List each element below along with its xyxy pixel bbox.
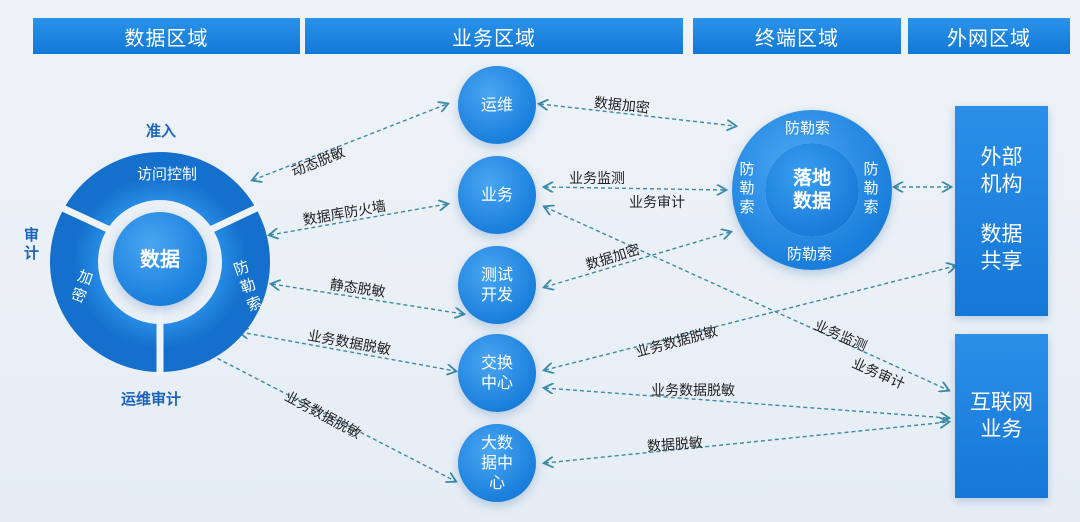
label-admission: 准入 — [146, 122, 177, 140]
edge-exchange-internet — [545, 388, 948, 418]
label-audit: 审计 — [24, 226, 40, 262]
internet-business-box: 互联网业务 — [955, 334, 1048, 498]
external-org-box: 外部机构 数据共享 — [955, 106, 1048, 316]
terminal-anti-ransom-bottom: 防勒索 — [787, 245, 833, 263]
terminal-anti-ransom-top: 防勒索 — [785, 119, 831, 137]
external-share-label: 数据共享 — [980, 221, 1023, 273]
edge-ring-business — [270, 204, 447, 235]
terminal-center-label: 落地数据 — [792, 167, 831, 212]
edge-ring-ops — [253, 104, 447, 180]
node-exchange: 交换中心 — [458, 334, 536, 412]
edge-business-terminal — [545, 187, 725, 190]
node-test-dev: 测试开发 — [458, 246, 536, 324]
terminal-anti-ransom-left: 防勒索 — [739, 160, 755, 216]
edge-ring-testdev — [272, 284, 463, 314]
ring-access-control: 访问控制 — [137, 165, 198, 183]
node-bigdata: 大数据中心 — [458, 424, 536, 502]
node-business-label: 业务 — [480, 185, 513, 204]
node-ops-label: 运维 — [480, 95, 513, 114]
edge-business-internet — [545, 207, 948, 390]
node-test-dev-label: 测试开发 — [480, 265, 513, 304]
edge-ops-terminal — [540, 104, 735, 126]
edge-label-biz-audit-1: 业务审计 — [629, 195, 685, 211]
internet-business-label: 互联网业务 — [970, 389, 1033, 441]
edge-bigdata-internet — [545, 422, 948, 463]
data-center: 数据 — [113, 212, 207, 306]
zone-header-terminal: 终端区域 — [693, 18, 901, 54]
label-ops-audit: 运维审计 — [121, 390, 182, 408]
zone-header-business: 业务区域 — [305, 18, 683, 54]
node-exchange-label: 交换中心 — [480, 353, 513, 392]
terminal-anti-ransom-right: 防勒索 — [863, 160, 879, 216]
edge-label-biz-monitor-1: 业务监测 — [569, 171, 625, 187]
edge-label-biz-mask-4: 业务数据脱敏 — [651, 383, 735, 399]
edge-label-data-mask: 数据脱敏 — [646, 435, 704, 455]
data-ring — [50, 152, 270, 375]
edge-ring-bigdata — [205, 352, 455, 481]
node-business: 业务 — [458, 156, 536, 234]
edge-exchange-org — [545, 266, 955, 370]
node-ops: 运维 — [458, 66, 536, 144]
zone-header-data: 数据区域 — [33, 18, 300, 54]
terminal-center: 落地数据 — [765, 143, 859, 237]
node-bigdata-label: 大数据中心 — [480, 433, 513, 492]
terminal-center-bg: 落地数据 — [765, 143, 859, 237]
zone-header-external: 外网区域 — [908, 18, 1070, 54]
external-org-label: 外部机构 — [980, 145, 1023, 197]
